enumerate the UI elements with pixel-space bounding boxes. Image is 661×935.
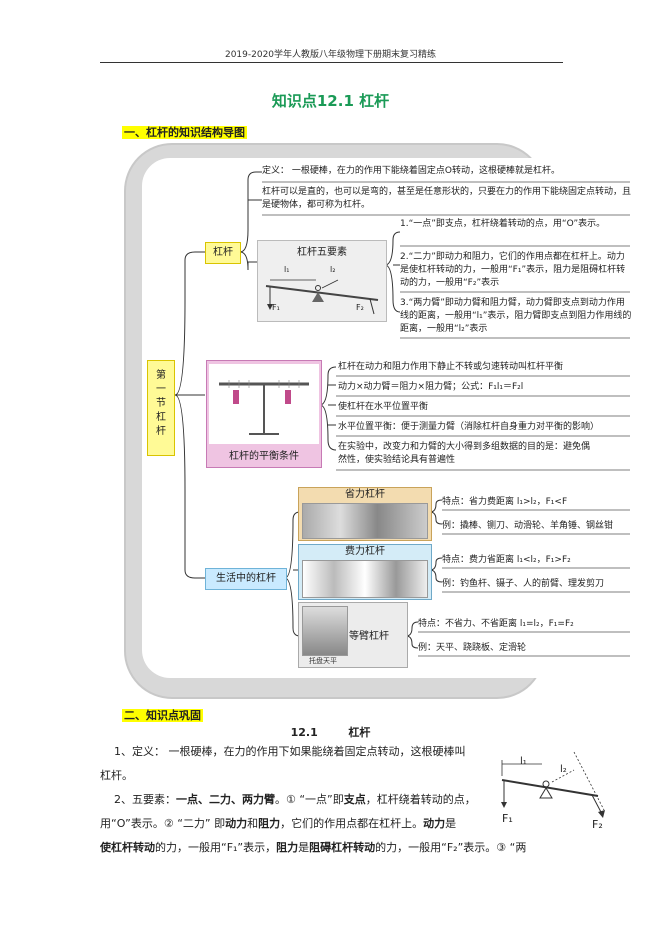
lever-node: 杠杆 — [205, 242, 241, 264]
life-levers-node: 生活中的杠杆 — [205, 568, 287, 590]
force-saving-panel: 省力杠杆 — [298, 487, 432, 541]
l1-label: l₁ — [284, 265, 290, 274]
equal-arm-examples: 例：天平、跷跷板、定滑轮 — [418, 643, 527, 653]
page-title: 知识点12.1 杠杆 — [271, 92, 390, 110]
force-saving-examples: 例：撬棒、铡刀、动滑轮、羊角锤、钢丝钳 — [442, 521, 614, 531]
equal-arm-panel: 等臂杠杆 托盘天平 — [298, 602, 408, 668]
balance-experiment-image — [209, 364, 319, 444]
force-wasting-panel: 费力杠杆 — [298, 544, 432, 600]
l2-label: l₂ — [330, 265, 336, 274]
five-elements-label: 杠杆五要素 — [297, 247, 347, 258]
fulcrum-icon — [312, 292, 324, 302]
equal-arm-label: 等臂杠杆 — [349, 631, 389, 642]
subheading: 12.1 杠杆 — [290, 726, 371, 739]
section-heading-1: 一、杠杆的知识结构导图 — [122, 121, 247, 140]
fig2-l2-label: l₂ — [560, 764, 567, 775]
force-saving-feature: 特点：省力费距离 l₁>l₂，F₁<F — [442, 497, 568, 507]
scale-image — [302, 606, 348, 656]
element-arms: 3.“两力臂”即动力臂和阻力臂，动力臂即支点到动力作用线的距离，一般用“l₁”表… — [400, 298, 632, 334]
scale-caption: 托盘天平 — [309, 657, 337, 665]
balance-node: 杠杆的平衡条件 — [206, 360, 322, 468]
lever-definition: 定义： 一根硬棒，在力的作用下能绕着固定点O转动，这根硬棒就是杠杆。 — [262, 166, 560, 176]
five-elements-paragraph-line2: 用“O”表示。② “二力” 即动力和阻力，它们的作用点都在杠杆上。动力是 — [100, 817, 457, 830]
fig2-f1-label: F₁ — [502, 812, 513, 825]
lever-figure-2 — [501, 751, 605, 818]
balance-item-3: 使杠杆在水平位置平衡 — [338, 402, 429, 412]
section-label-1: 一、杠杆的知识结构导图 — [122, 126, 247, 139]
page-header: 2019-2020学年人教版八年级物理下册期末复习精练 — [224, 50, 437, 60]
balance-item-5: 在实验中，改变力和力臂的大小得到多组数据的目的是：避免偶然性，使实验结论具有普遍… — [338, 442, 591, 465]
balance-item-1: 杠杆在动力和阻力作用下静止不转或匀速转动叫杠杆平衡 — [338, 362, 564, 372]
force-wasting-feature: 特点：费力省距离 l₁<l₂，F₁>F₂ — [442, 555, 571, 565]
five-elements-paragraph-line1: 2、五要素：一点、二力、两力臂。① “一点”即支点，杠杆绕着转动的点， — [114, 793, 476, 806]
force-wasting-tools-image — [302, 560, 428, 598]
f2-label: F₂ — [356, 303, 364, 312]
lever-shape-note: 杠杆可以是直的，也可以是弯的，甚至是任意形状的，只要在力的作用下能绕固定点转动，… — [262, 187, 632, 210]
force-saving-label: 省力杠杆 — [345, 489, 385, 500]
five-elements-paragraph-line3: 使杠杆转动的力，一般用“F₁”表示，阻力是阻碍杠杆转动的力，一般用“F₂”表示。… — [100, 841, 527, 854]
force-wasting-examples: 例：钓鱼杆、镊子、人的前臂、理发剪刀 — [442, 579, 605, 589]
header-rule — [100, 62, 563, 63]
fig2-l1-label: l₁ — [520, 756, 527, 767]
f1-label: F₁ — [272, 303, 280, 312]
force-saving-tools-image — [302, 503, 428, 539]
definition-paragraph: 1、定义： 一根硬棒，在力的作用下如果能绕着固定点转动，这根硬棒叫 — [114, 745, 466, 758]
balance-label: 杠杆的平衡条件 — [229, 451, 299, 462]
element-forces: 2.“二力”即动力和阻力，它们的作用点都在杠杆上。动力是使杠杆转动的力，一般用“… — [400, 252, 626, 288]
lever-diagram — [265, 279, 379, 315]
equal-arm-feature: 特点：不省力、不省距离 l₁=l₂，F₁=F₂ — [418, 619, 574, 629]
section-label-2: 二、知识点巩固 — [122, 709, 203, 722]
root-node: 第 一 节 杠 杆 — [147, 360, 175, 456]
balance-item-4: 水平位置平衡：便于测量力臂（消除杠杆自身重力对平衡的影响） — [338, 422, 600, 432]
balance-item-2: 动力×动力臂＝阻力×阻力臂；公式：F₁l₁＝F₂l — [338, 382, 524, 392]
element-fulcrum: 1.“一点”即支点，杠杆绕着转动的点，用“O”表示。 — [400, 219, 606, 229]
definition-paragraph-cont: 杠杆。 — [100, 769, 133, 782]
fig2-f2-label: F₂ — [592, 818, 603, 831]
five-elements-panel: 杠杆五要素 l₁ l₂ F₁ F₂ — [257, 240, 387, 322]
section-heading-2: 二、知识点巩固 — [122, 704, 203, 723]
force-wasting-label: 费力杠杆 — [345, 546, 385, 557]
